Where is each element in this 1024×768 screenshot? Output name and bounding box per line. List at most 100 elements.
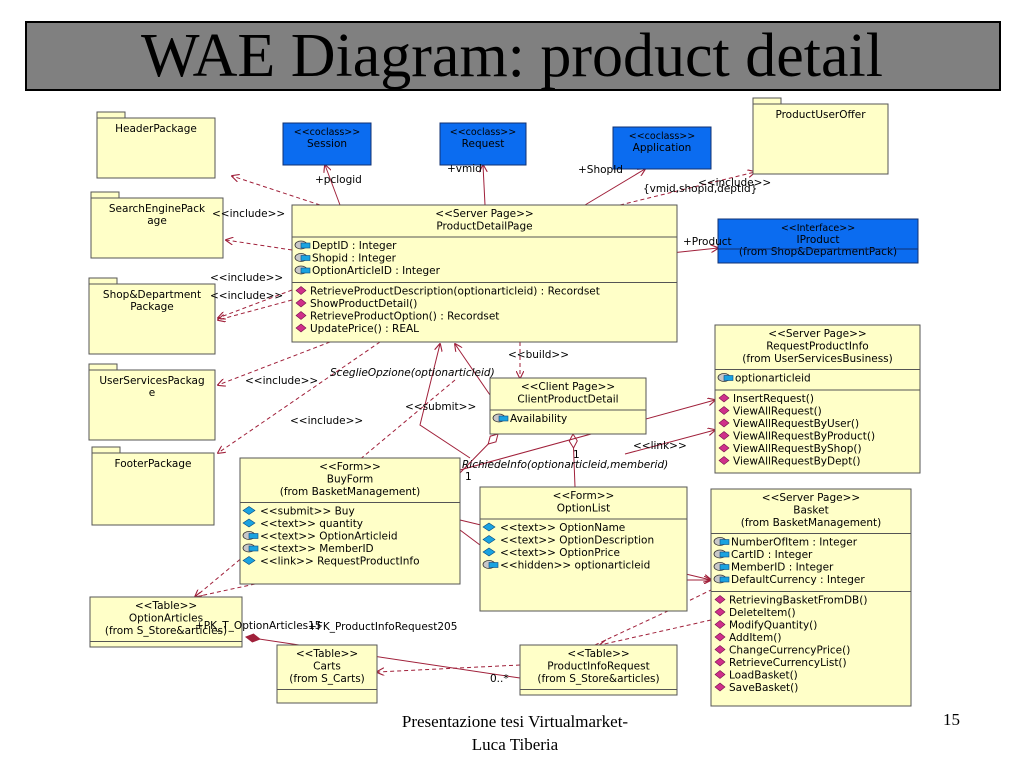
class-header-text: OptionList bbox=[557, 503, 610, 515]
class-header-text: <<Table>> bbox=[296, 648, 358, 660]
class-operation: ChangeCurrencyPrice() bbox=[729, 645, 850, 657]
class-carts[interactable]: <<Table>>Carts(from S_Carts) bbox=[276, 644, 378, 704]
include-edge-search bbox=[226, 240, 293, 251]
connector-label-layer: +pclogid+vmid+ShopId<<include>>{vmid,sho… bbox=[195, 163, 771, 685]
operation-icon bbox=[295, 298, 307, 308]
class-header-text: Basket bbox=[793, 505, 828, 517]
package-label: FooterPackage bbox=[115, 458, 192, 470]
class-attribute: NumberOfItem : Integer bbox=[731, 537, 858, 549]
interface-iproduct[interactable]: <<Interface>>IProduct(from Shop&Departme… bbox=[717, 218, 919, 264]
class-operation: DeleteItem() bbox=[729, 607, 796, 619]
attribute-icon-key bbox=[248, 545, 259, 552]
title-bar bbox=[25, 21, 1001, 91]
include-edge-shop-1 bbox=[218, 289, 293, 318]
basket-pir-dashed-edge bbox=[600, 619, 712, 645]
class-requestproduct[interactable]: <<Server Page>>RequestProductInfo(from U… bbox=[714, 324, 921, 474]
stereotype-label: <<coclass>> bbox=[294, 127, 360, 138]
attribute-icon-key bbox=[248, 533, 259, 539]
class-box bbox=[89, 596, 243, 648]
buy-option-edge bbox=[459, 529, 481, 546]
include-edge-header bbox=[232, 176, 321, 206]
class-header-text: (from BasketManagement) bbox=[741, 517, 882, 529]
class-operation: UpdatePrice() : REAL bbox=[310, 323, 419, 335]
class-box bbox=[519, 644, 678, 696]
package-body bbox=[90, 197, 224, 259]
attribute-icon-key bbox=[488, 562, 499, 568]
class-attribute: DefaultCurrency : Integer bbox=[731, 574, 865, 586]
richiede-edge bbox=[624, 430, 715, 455]
sceglie-edge bbox=[455, 344, 491, 396]
edge-label-link: <<link>> bbox=[633, 440, 687, 452]
class-header-text: ProductInfoRequest bbox=[547, 661, 649, 673]
interface-session[interactable]: <<coclass>>Session bbox=[282, 122, 372, 166]
package-productuseroffer[interactable]: ProductUserOffer bbox=[752, 97, 889, 175]
class-header-text: RequestProductInfo bbox=[766, 341, 868, 353]
package-header[interactable]: HeaderPackage bbox=[96, 111, 216, 179]
class-attribute: Availability bbox=[510, 413, 567, 425]
attribute-icon-key bbox=[300, 255, 311, 261]
class-operation: ViewAllRequestByShop() bbox=[733, 443, 862, 455]
class-header-text: BuyForm bbox=[327, 474, 374, 486]
package-label: UserServicesPackag bbox=[99, 375, 204, 387]
class-optionlist[interactable]: <<Form>>OptionList<<text>> OptionName<<t… bbox=[479, 486, 688, 612]
package-tab bbox=[96, 111, 126, 119]
aggregation-edge-buyform bbox=[454, 433, 499, 479]
class-box bbox=[714, 324, 921, 474]
slide-title: WAE Diagram: product detail bbox=[140, 22, 884, 90]
class-attribute: <<text>> OptionName bbox=[500, 522, 625, 534]
package-label: ProductUserOffer bbox=[775, 109, 866, 121]
class-header-text: (from BasketManagement) bbox=[280, 486, 421, 498]
class-operation: AddItem() bbox=[729, 632, 781, 644]
package-tab bbox=[88, 363, 118, 371]
class-header-text: (from S_Store&articles) bbox=[105, 625, 227, 637]
attribute-icon-key bbox=[300, 267, 311, 274]
basket-pir-edge bbox=[594, 589, 712, 646]
attribute-icon-key bbox=[723, 375, 734, 381]
include-edge-userservices bbox=[218, 341, 331, 385]
attribute-icon-key bbox=[300, 242, 311, 249]
class-productinforequest[interactable]: <<Table>>ProductInfoRequest(from S_Store… bbox=[519, 644, 678, 696]
package-tab bbox=[90, 191, 120, 199]
class-header-text: ClientProductDetail bbox=[517, 394, 618, 406]
edge-label-shopid: +ShopId bbox=[578, 164, 623, 176]
field-icon bbox=[242, 518, 256, 528]
link-edge-request bbox=[459, 400, 715, 471]
edge-label-include_top: <<include>> bbox=[698, 177, 771, 189]
stereotype-label: <<coclass>> bbox=[450, 127, 516, 138]
edge-label-include_search: <<include>> bbox=[212, 208, 285, 220]
class-basket[interactable]: <<Server Page>>Basket(from BasketManagem… bbox=[710, 488, 912, 707]
interface-application[interactable]: <<coclass>>Application bbox=[612, 126, 712, 170]
class-buyform[interactable]: <<Form>>BuyForm(from BasketManagement)<<… bbox=[239, 457, 461, 585]
edge-label-pclogid: +pclogid bbox=[315, 174, 362, 186]
edge-label-include_shop1: <<include>> bbox=[210, 272, 283, 284]
package-footer[interactable]: FooterPackage bbox=[91, 446, 215, 526]
package-label: SearchEnginePack bbox=[109, 203, 206, 215]
operation-icon bbox=[714, 682, 726, 692]
class-clientproduct[interactable]: <<Client Page>>ClientProductDetailAvaila… bbox=[489, 377, 647, 435]
attribute-icon-key bbox=[719, 539, 730, 545]
class-header-text: <<Form>> bbox=[553, 490, 615, 502]
class-operation: ViewAllRequestByDept() bbox=[733, 456, 861, 468]
buy-optionarticles-edge bbox=[195, 583, 256, 597]
class-operation: RetrieveProductDescription(optionarticle… bbox=[310, 286, 600, 298]
footer-author: Presentazione tesi Virtualmarket- Luca T… bbox=[380, 710, 650, 756]
class-optionarticles[interactable]: <<Table>>OptionArticles(from S_Store&art… bbox=[89, 596, 243, 648]
include-edge-footer bbox=[218, 341, 381, 453]
footer-line-1: Presentazione tesi Virtualmarket- bbox=[401, 712, 629, 731]
attribute-icon-key bbox=[498, 415, 509, 422]
class-box bbox=[710, 488, 912, 707]
stereotype-label: <<Interface>> bbox=[781, 223, 855, 234]
package-body bbox=[752, 103, 889, 175]
class-attribute: <<text>> quantity bbox=[260, 518, 363, 530]
operation-icon bbox=[718, 443, 730, 453]
operation-icon bbox=[295, 323, 307, 333]
package-label: HeaderPackage bbox=[115, 123, 197, 135]
edge-label-fk_pir: +FK_ProductInfoRequest205 bbox=[308, 621, 457, 633]
class-box bbox=[276, 644, 378, 704]
interface-request[interactable]: <<coclass>>Request bbox=[439, 122, 527, 166]
class-attribute: MemberID : Integer bbox=[731, 562, 834, 574]
